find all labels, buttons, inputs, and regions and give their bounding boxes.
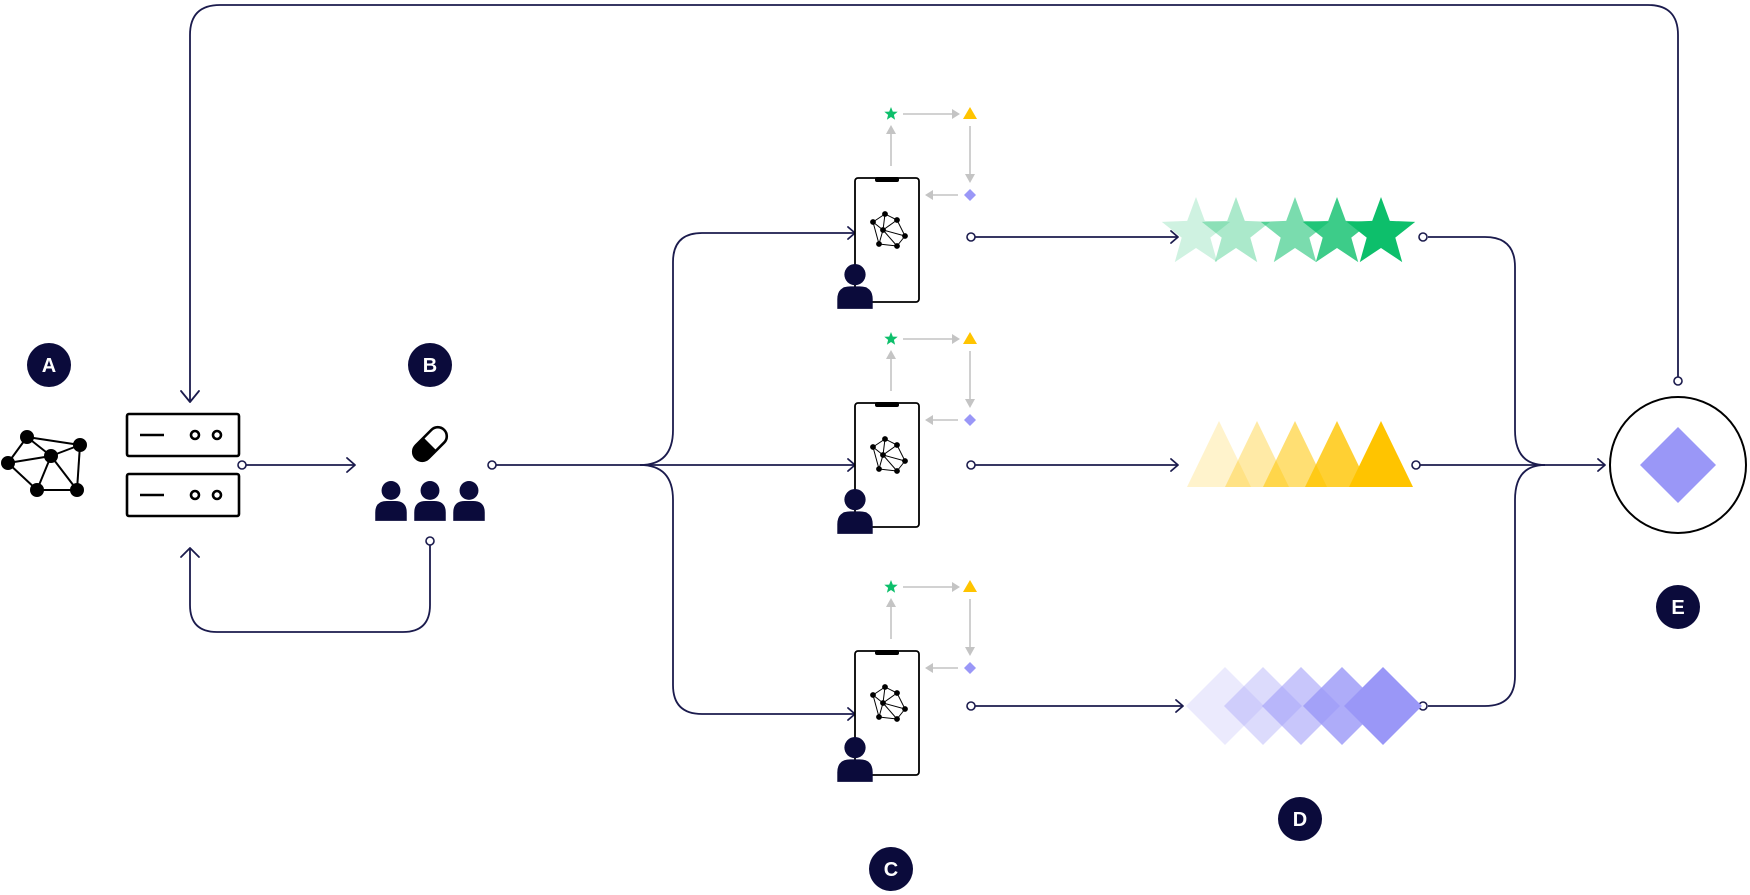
diamond-icon bbox=[964, 189, 976, 201]
dot-people-bottom bbox=[425, 536, 435, 546]
split-line-top bbox=[639, 232, 855, 466]
arrowhead-to-e bbox=[1597, 458, 1606, 472]
person-icon bbox=[837, 737, 873, 782]
split-line-bottom bbox=[639, 464, 855, 715]
label-c-text: C bbox=[884, 859, 898, 881]
smartphone-icon bbox=[854, 177, 920, 303]
stars-to-merge-line bbox=[1428, 236, 1546, 466]
triangle-icon bbox=[963, 580, 977, 592]
diamond-icon bbox=[1640, 427, 1716, 503]
label-d-text: D bbox=[1293, 809, 1307, 831]
label-b: B bbox=[408, 343, 452, 387]
arrowhead-to-people bbox=[346, 457, 356, 473]
phone-device-1 bbox=[837, 107, 977, 309]
dot-e-top bbox=[1673, 376, 1683, 386]
arrowhead-diamonds bbox=[1175, 699, 1184, 713]
triangle-icon bbox=[963, 107, 977, 119]
dot-stars-out bbox=[1418, 232, 1428, 242]
smartphone-icon bbox=[854, 402, 920, 528]
person-icon bbox=[375, 481, 407, 521]
dot-people-out bbox=[487, 460, 497, 470]
arrowhead-server-bottom bbox=[180, 547, 200, 558]
triangle-icon bbox=[1187, 421, 1251, 487]
step-labels: A B C D E bbox=[27, 343, 1700, 891]
triangle-icon bbox=[963, 332, 977, 344]
person-icon bbox=[837, 489, 873, 534]
arrowhead-server-top bbox=[180, 390, 200, 403]
person-icon bbox=[453, 481, 485, 521]
network-graph-icon bbox=[870, 211, 908, 249]
network-graph-icon bbox=[870, 684, 908, 722]
diamonds-to-merge-line bbox=[1428, 464, 1546, 707]
diamond-icon bbox=[1344, 667, 1422, 745]
phone-notch bbox=[875, 650, 899, 655]
local-training-cycle bbox=[884, 332, 977, 426]
people-to-server-line bbox=[189, 540, 431, 633]
network-graph-icon bbox=[1, 430, 87, 497]
star-icon bbox=[1302, 197, 1372, 263]
diamond-icon bbox=[1262, 667, 1340, 745]
label-e-text: E bbox=[1671, 597, 1684, 619]
triangle-icon bbox=[1263, 421, 1327, 487]
person-icon bbox=[837, 264, 873, 309]
star-row bbox=[1161, 197, 1416, 263]
star-icon bbox=[1260, 197, 1330, 263]
phone-notch bbox=[875, 177, 899, 182]
top-feedback-line bbox=[189, 4, 1679, 402]
endpoint-dots bbox=[237, 232, 1683, 711]
label-c: C bbox=[869, 847, 913, 891]
dot-phone2-out bbox=[966, 460, 976, 470]
person-icon bbox=[414, 481, 446, 521]
network-graph-icon bbox=[870, 436, 908, 474]
arrowhead-triangles bbox=[1170, 458, 1179, 472]
triangle-icon bbox=[1305, 421, 1369, 487]
star-icon bbox=[884, 580, 898, 593]
triangle-row bbox=[1187, 421, 1413, 487]
star-icon bbox=[884, 332, 898, 345]
star-icon bbox=[1161, 197, 1231, 263]
star-icon bbox=[1346, 197, 1416, 263]
triangle-icon bbox=[1349, 421, 1413, 487]
label-a-text: A bbox=[42, 355, 56, 377]
label-a: A bbox=[27, 343, 71, 387]
star-icon bbox=[884, 107, 898, 120]
device-group bbox=[837, 107, 977, 782]
local-training-cycle bbox=[884, 580, 977, 674]
arrowhead-stars bbox=[1170, 230, 1179, 244]
diamond-icon bbox=[964, 662, 976, 674]
diamond-icon bbox=[964, 414, 976, 426]
diamond-icon bbox=[1303, 667, 1381, 745]
phone-device-3 bbox=[837, 580, 977, 782]
phone-notch bbox=[875, 402, 899, 407]
dot-phone3-out bbox=[966, 701, 976, 711]
aggregate-node bbox=[1609, 396, 1747, 534]
dot-server-out bbox=[237, 460, 247, 470]
server-rack-icon bbox=[125, 412, 241, 518]
diamond-icon bbox=[1186, 667, 1264, 745]
smartphone-icon bbox=[854, 650, 920, 776]
pill-icon bbox=[411, 425, 449, 463]
dot-triangles-out bbox=[1411, 460, 1421, 470]
label-d: D bbox=[1278, 797, 1322, 841]
label-b-text: B bbox=[423, 355, 437, 377]
local-training-cycle bbox=[884, 107, 977, 201]
label-e: E bbox=[1656, 585, 1700, 629]
people-group-icon bbox=[375, 481, 485, 521]
star-icon bbox=[1201, 197, 1271, 263]
dot-phone1-out bbox=[966, 232, 976, 242]
diamond-row bbox=[1186, 667, 1422, 745]
phone-device-2 bbox=[837, 332, 977, 534]
connectors bbox=[189, 4, 1679, 715]
